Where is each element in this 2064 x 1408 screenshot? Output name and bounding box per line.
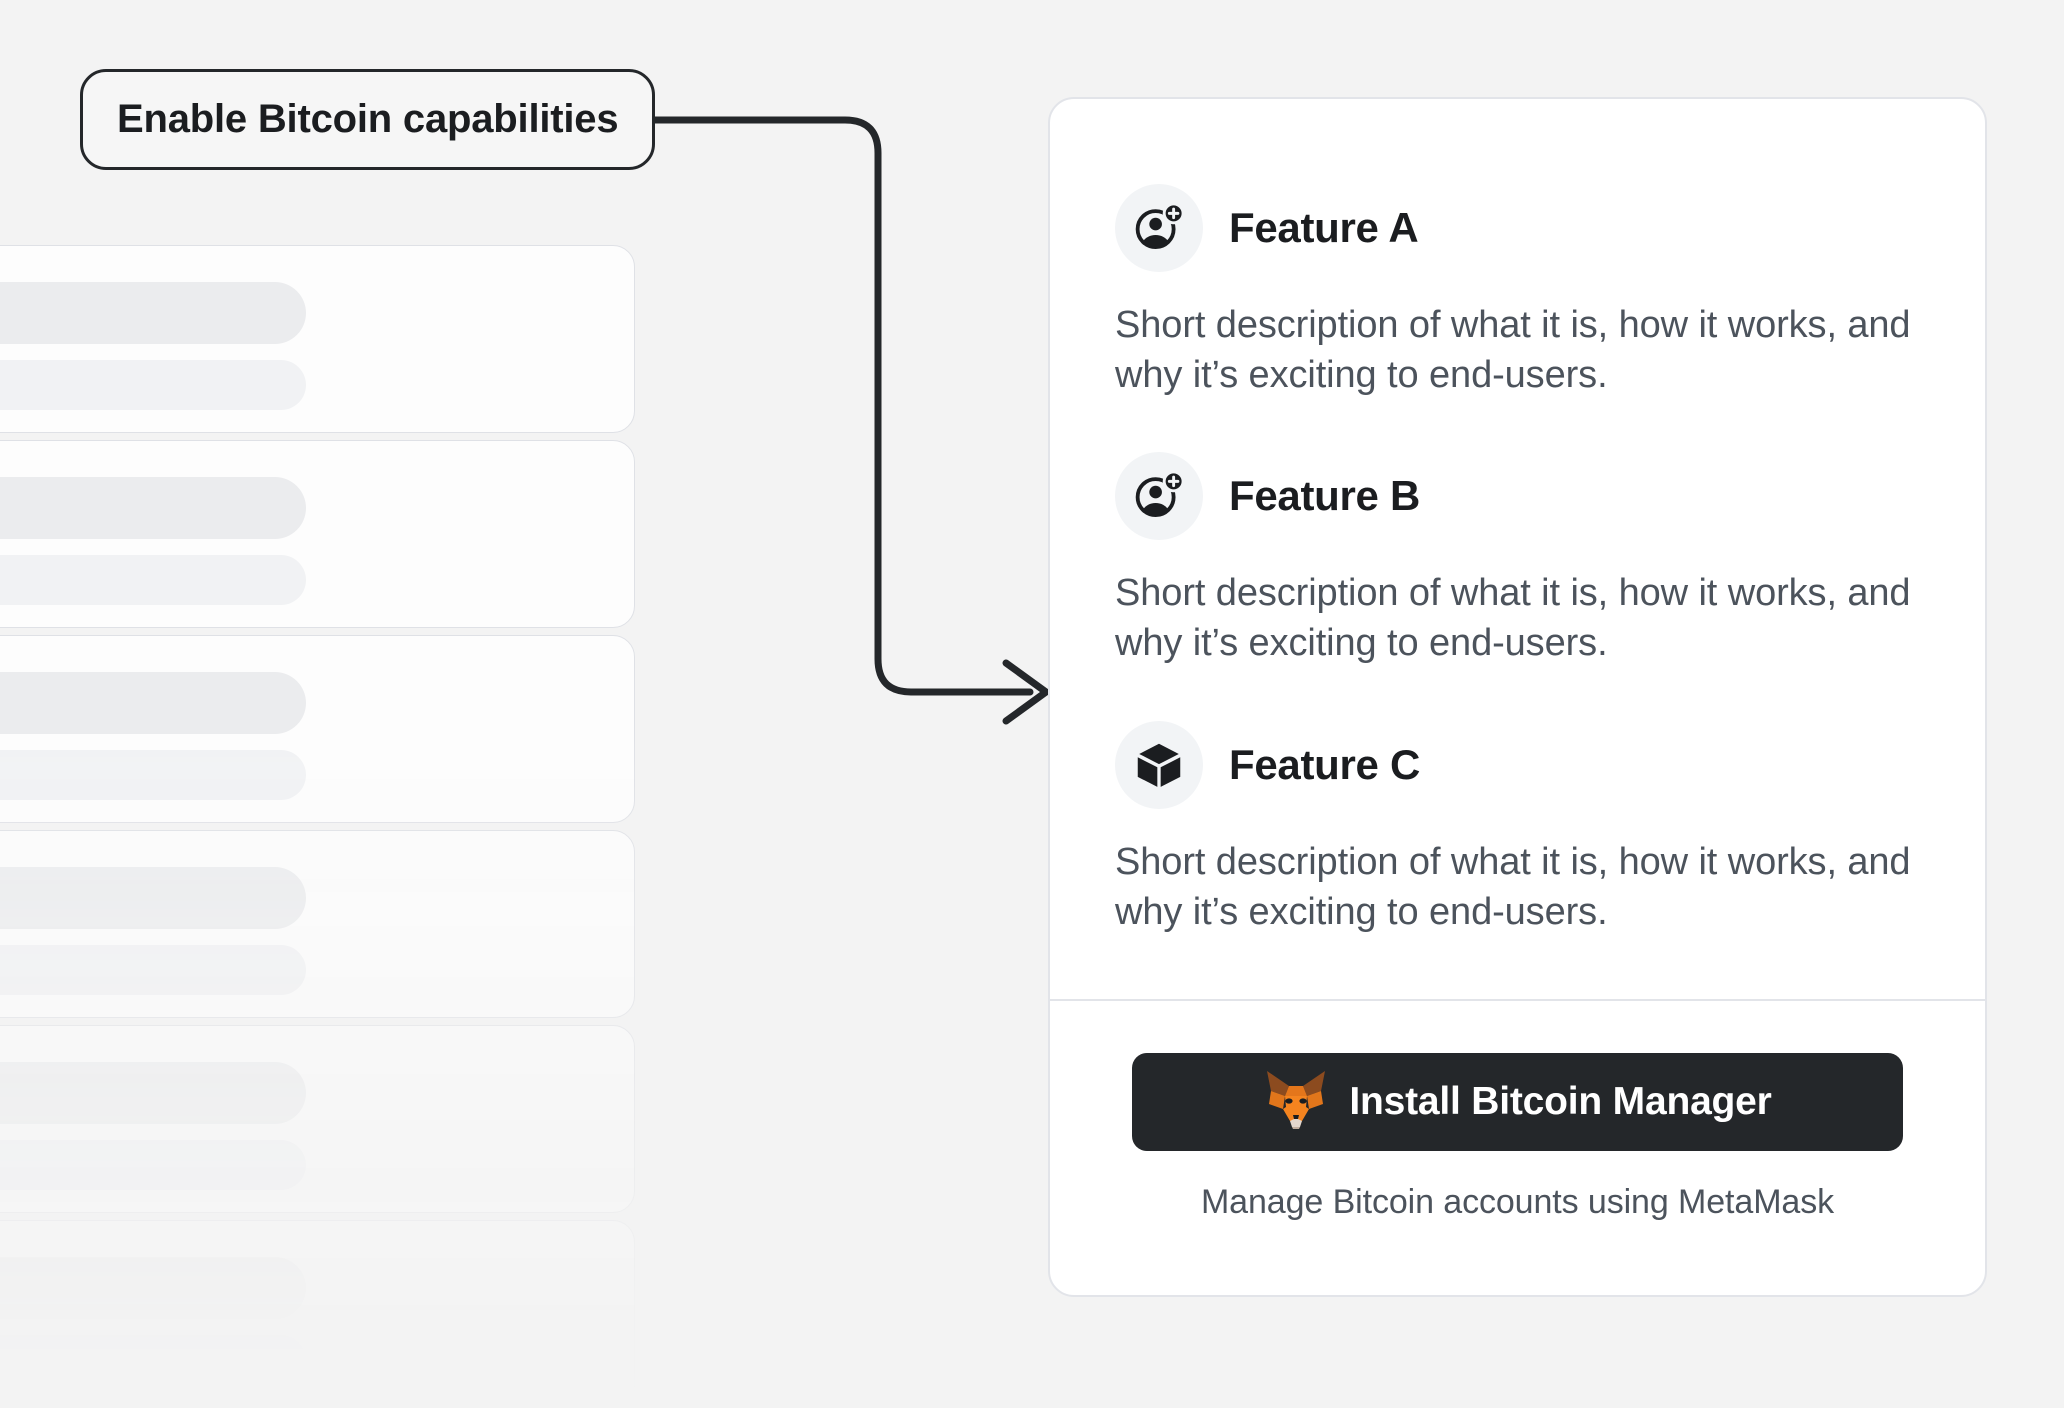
- add-account-icon: [1115, 184, 1203, 272]
- feature-title: Feature A: [1229, 204, 1419, 251]
- placeholder-row: [0, 1220, 635, 1408]
- placeholder-bar-primary: [0, 867, 306, 929]
- placeholder-row: [0, 245, 635, 433]
- feature-item-c: Feature C Short description of what it i…: [1115, 720, 1920, 937]
- placeholder-row: [0, 635, 635, 823]
- arrowhead-icon: [1002, 659, 1050, 725]
- footer-caption: Manage Bitcoin accounts using MetaMask: [1200, 1182, 1835, 1221]
- placeholder-bar-primary: [0, 477, 306, 539]
- placeholder-bar-secondary: [0, 750, 306, 800]
- placeholder-row: [0, 830, 635, 1018]
- install-button-label: Install Bitcoin Manager: [1349, 1079, 1772, 1123]
- metamask-fox-icon: [1263, 1069, 1329, 1134]
- feature-heading-a: Feature A: [1115, 184, 1920, 272]
- card-footer: Install Bitcoin Manager Manage Bitcoin a…: [1050, 1001, 1985, 1295]
- add-account-icon: [1115, 452, 1203, 541]
- placeholder-bar-primary: [0, 672, 306, 734]
- annotation-pill[interactable]: Enable Bitcoin capabilities: [80, 69, 656, 170]
- placeholder-bar-secondary: [0, 1335, 306, 1385]
- feature-item-b: Feature B Short description of what it i…: [1115, 452, 1920, 668]
- placeholder-bar-primary: [0, 1257, 306, 1319]
- feature-heading-b: Feature B: [1115, 452, 1920, 541]
- placeholder-bar-primary: [0, 282, 306, 344]
- placeholder-bar-secondary: [0, 1140, 306, 1190]
- feature-description: Short description of what it is, how it …: [1115, 304, 1911, 397]
- feature-heading-c: Feature C: [1115, 720, 1920, 809]
- feature-description: Short description of what it is, how it …: [1115, 572, 1911, 665]
- placeholder-bar-secondary: [0, 360, 306, 410]
- annotation-pill-label: Enable Bitcoin capabilities: [117, 97, 619, 141]
- card-divider: [1050, 998, 1985, 1001]
- install-bitcoin-manager-button[interactable]: Install Bitcoin Manager: [1132, 1052, 1903, 1151]
- placeholder-row: [0, 1025, 635, 1213]
- placeholder-row: [0, 440, 635, 628]
- placeholder-bar-secondary: [0, 555, 306, 605]
- feature-description: Short description of what it is, how it …: [1115, 840, 1911, 933]
- placeholder-bar-secondary: [0, 945, 306, 995]
- placeholder-bar-primary: [0, 1062, 306, 1124]
- feature-card: Feature A Short description of what it i…: [1048, 97, 1987, 1297]
- cube-icon: [1115, 720, 1203, 809]
- feature-title: Feature C: [1229, 740, 1421, 788]
- feature-title: Feature B: [1229, 472, 1421, 520]
- feature-item-a: Feature A Short description of what it i…: [1115, 184, 1920, 400]
- background-placeholder-list: [0, 245, 635, 1408]
- feature-list: Feature A Short description of what it i…: [1050, 99, 1985, 937]
- connector-path: [624, 116, 1034, 696]
